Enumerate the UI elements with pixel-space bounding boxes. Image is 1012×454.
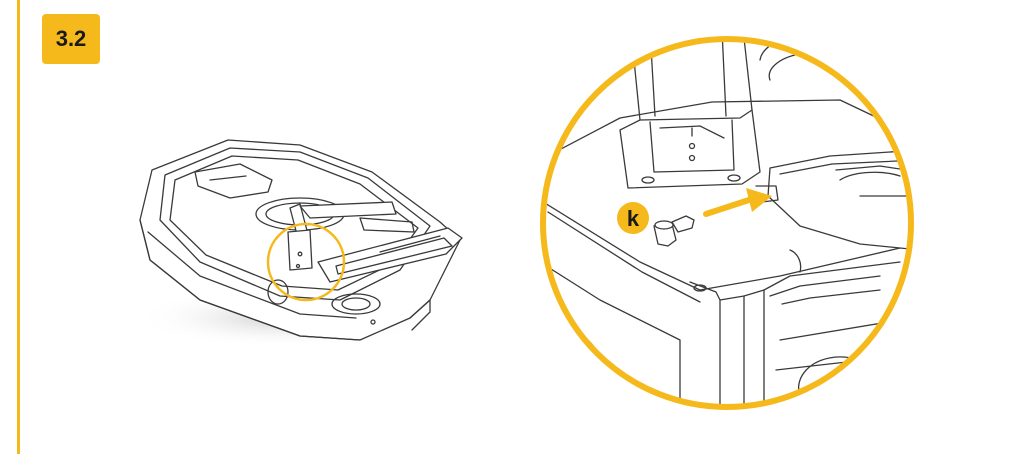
knob-part-icon: [653, 215, 695, 247]
callout-k: k: [617, 202, 649, 234]
callout-letter: k: [627, 206, 640, 231]
insert-arrow-icon: [703, 188, 772, 217]
step-badge: 3.2: [42, 14, 100, 64]
zoom-detail-icon: [540, 36, 914, 410]
focus-ring: [266, 222, 346, 302]
step-number: 3.2: [55, 26, 87, 51]
left-accent-rule: [17, 0, 20, 454]
device-overview-icon: [135, 139, 463, 348]
